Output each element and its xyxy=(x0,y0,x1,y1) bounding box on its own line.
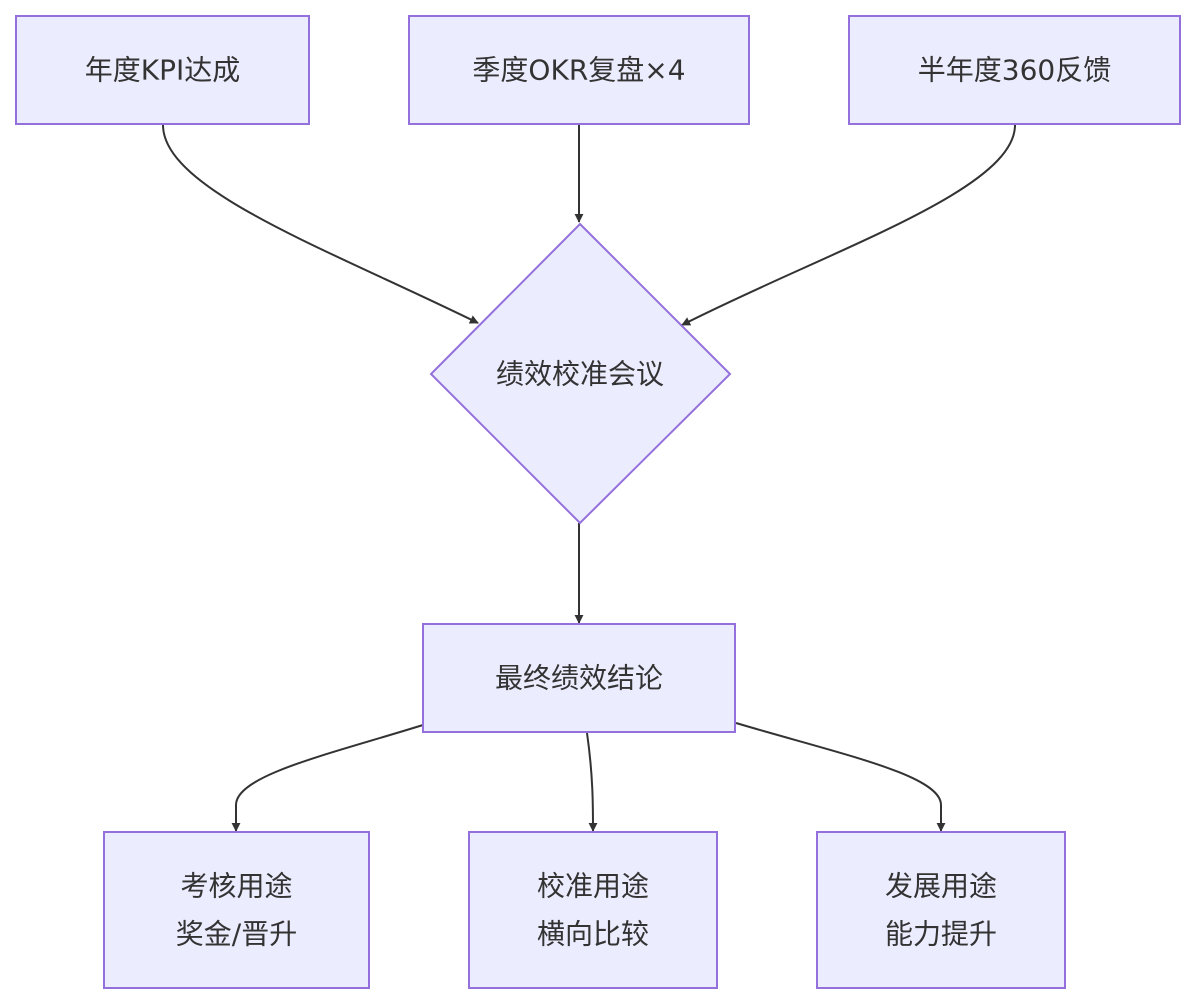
node-assessment-use: 考核用途 奖金/晋升 xyxy=(103,831,370,989)
node-assessment-use-line1: 考核用途 xyxy=(180,870,292,903)
node-development-use-line1: 发展用途 xyxy=(885,870,997,903)
node-development-use-line2: 能力提升 xyxy=(885,918,997,951)
edge-final-conclusion-to-calibration-use xyxy=(586,732,598,832)
node-okr-label: 季度OKR复盘×4 xyxy=(472,54,685,87)
node-final-conclusion: 最终绩效结论 xyxy=(422,623,736,733)
node-360-feedback-label: 半年度360反馈 xyxy=(918,54,1111,87)
node-calibration-use-line2: 横向比较 xyxy=(537,918,649,951)
node-calibration-use-line1: 校准用途 xyxy=(537,870,649,903)
edge-360-to-calibration-meeting xyxy=(681,124,1016,326)
node-calibration-meeting-label: 绩效校准会议 xyxy=(496,358,664,391)
edges xyxy=(162,124,1016,832)
node-okr: 季度OKR复盘×4 xyxy=(408,15,750,125)
node-calibration-use: 校准用途 横向比较 xyxy=(468,831,718,989)
node-360-feedback: 半年度360反馈 xyxy=(848,15,1181,125)
node-kpi: 年度KPI达成 xyxy=(15,15,310,125)
node-development-use: 发展用途 能力提升 xyxy=(816,831,1066,989)
edge-final-conclusion-to-assessment-use xyxy=(231,724,424,832)
node-final-conclusion-label: 最终绩效结论 xyxy=(495,662,663,695)
node-calibration-meeting: 绩效校准会议 xyxy=(429,222,732,525)
node-kpi-label: 年度KPI达成 xyxy=(85,54,241,87)
edge-kpi-to-calibration-meeting xyxy=(162,124,479,324)
edge-final-conclusion-to-development-use xyxy=(735,722,946,832)
node-assessment-use-line2: 奖金/晋升 xyxy=(176,918,297,951)
